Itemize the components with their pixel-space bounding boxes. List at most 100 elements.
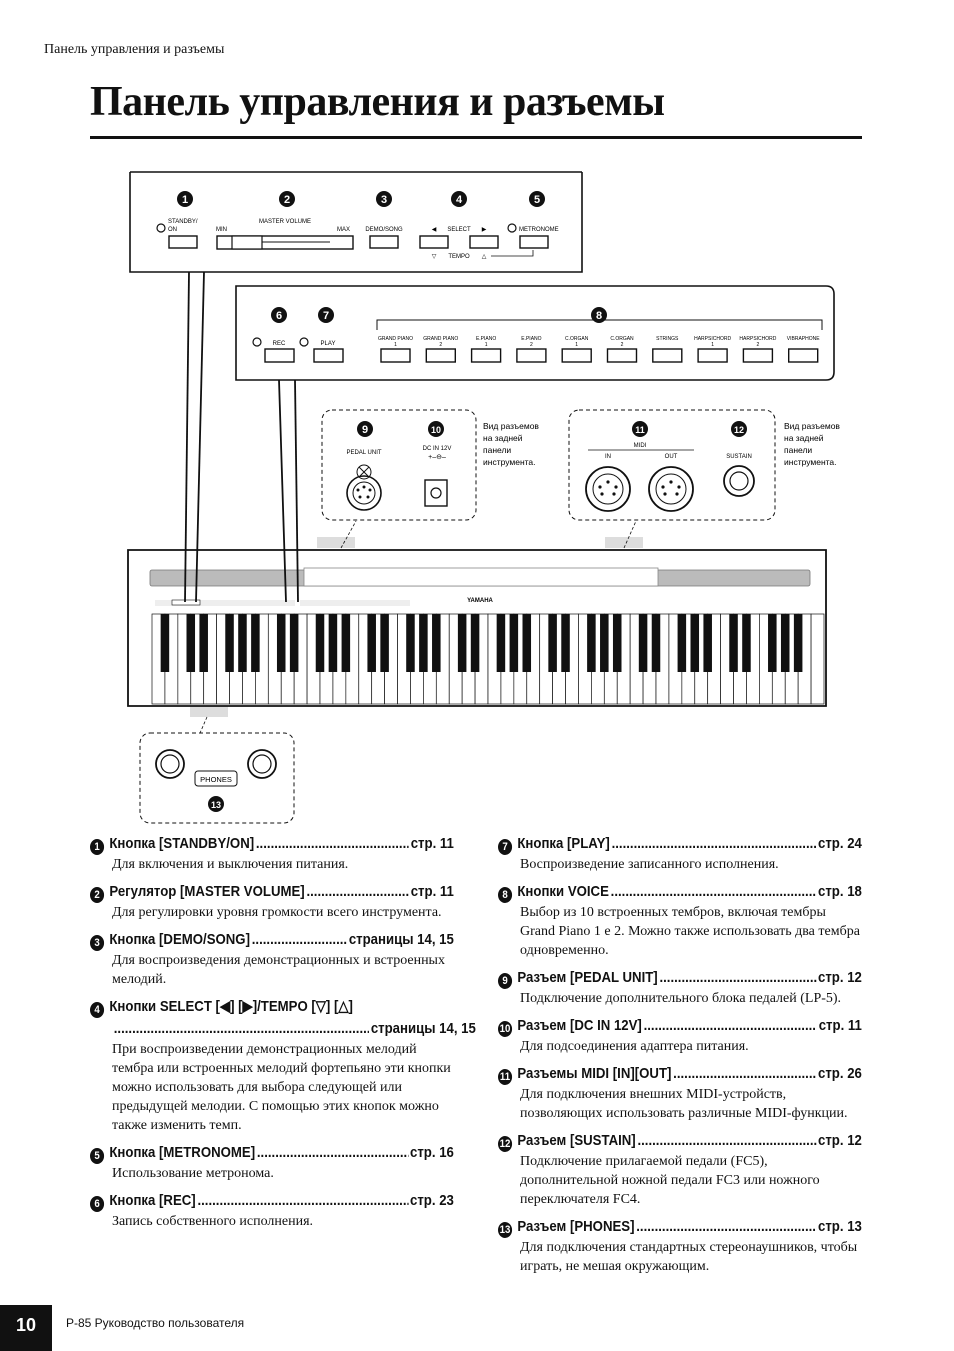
voice-button[interactable] bbox=[788, 348, 819, 363]
svg-text:1: 1 bbox=[182, 194, 188, 206]
item-page: страницы 14, 15 bbox=[370, 1020, 476, 1037]
black-key[interactable] bbox=[548, 614, 557, 672]
black-key[interactable] bbox=[703, 614, 712, 672]
voice-label-number: 2 bbox=[621, 342, 624, 348]
black-key[interactable] bbox=[651, 614, 661, 672]
black-key[interactable] bbox=[186, 614, 196, 672]
demo-song-button[interactable] bbox=[369, 235, 399, 249]
black-key[interactable] bbox=[315, 614, 325, 672]
metronome-label: METRONOME bbox=[519, 227, 559, 233]
svg-text:11: 11 bbox=[635, 425, 645, 435]
black-key[interactable] bbox=[587, 614, 596, 672]
black-key[interactable] bbox=[328, 614, 338, 672]
black-key[interactable] bbox=[561, 614, 570, 672]
item-desc: Запись собственного исполнения. bbox=[112, 1214, 314, 1229]
rear-left-note-2: на задней bbox=[483, 433, 523, 443]
tempo-up-icon: △ bbox=[482, 254, 487, 260]
voice-button[interactable] bbox=[742, 348, 774, 363]
brand-logo: YAMAHA bbox=[467, 598, 493, 604]
voice-label-number: 2 bbox=[439, 342, 442, 348]
master-volume-knob[interactable] bbox=[231, 235, 263, 250]
svg-text:13: 13 bbox=[211, 800, 221, 810]
select-right-button[interactable] bbox=[469, 235, 499, 249]
item-label: Кнопка [DEMO/SONG] bbox=[109, 931, 250, 948]
voice-button[interactable] bbox=[561, 348, 592, 363]
phones-jack-right[interactable] bbox=[247, 749, 277, 779]
phones-jack-left[interactable] bbox=[155, 749, 185, 779]
voice-button[interactable] bbox=[470, 348, 502, 363]
midi-out-label: OUT bbox=[665, 454, 678, 460]
rec-led bbox=[252, 337, 262, 347]
item-desc: Для включения и выключения питания. bbox=[112, 857, 349, 872]
item-desc: Воспроизведение записанного исполнения. bbox=[520, 857, 779, 872]
black-key[interactable] bbox=[522, 614, 532, 672]
black-key[interactable] bbox=[419, 614, 428, 672]
voice-button[interactable] bbox=[380, 348, 411, 363]
voice-button[interactable] bbox=[652, 348, 683, 363]
item-page: стр. 11 bbox=[410, 835, 454, 852]
play-button[interactable] bbox=[313, 348, 344, 363]
item-page: стр. 23 bbox=[409, 1192, 454, 1209]
voice-button[interactable] bbox=[425, 348, 456, 363]
midi-label: MIDI bbox=[634, 443, 647, 449]
black-key[interactable] bbox=[742, 614, 751, 672]
callout-4: 4 bbox=[451, 191, 467, 207]
standby-button[interactable] bbox=[168, 235, 198, 249]
black-key[interactable] bbox=[677, 614, 687, 672]
black-key[interactable] bbox=[496, 614, 506, 672]
piano-keyboard bbox=[151, 613, 825, 705]
item-page: стр. 12 bbox=[817, 969, 862, 986]
select-left-button[interactable] bbox=[419, 235, 449, 249]
pedal-unit-label: PEDAL UNIT bbox=[346, 450, 381, 456]
black-key[interactable] bbox=[612, 614, 622, 672]
black-key[interactable] bbox=[341, 614, 351, 672]
item-page: стр. 12 bbox=[817, 1132, 862, 1149]
svg-text:7: 7 bbox=[323, 310, 329, 322]
dc-in-jack[interactable] bbox=[424, 479, 448, 507]
black-key[interactable] bbox=[509, 614, 519, 672]
metronome-button[interactable] bbox=[519, 235, 549, 249]
black-key[interactable] bbox=[729, 614, 738, 672]
sustain-jack[interactable] bbox=[723, 465, 755, 497]
rec-button[interactable] bbox=[264, 348, 295, 363]
black-key[interactable] bbox=[793, 614, 803, 672]
page-title: Панель управления и разъемы bbox=[90, 79, 665, 125]
black-key[interactable] bbox=[600, 614, 609, 672]
black-key[interactable] bbox=[225, 614, 234, 672]
voice-label-number: 2 bbox=[530, 342, 533, 348]
black-key[interactable] bbox=[380, 614, 389, 672]
item-label: Регулятор [MASTER VOLUME] bbox=[109, 883, 305, 900]
voice-button[interactable] bbox=[606, 348, 638, 363]
black-key[interactable] bbox=[367, 614, 376, 672]
voice-label-number: 1 bbox=[394, 342, 397, 348]
black-key[interactable] bbox=[470, 614, 480, 672]
item-page: страницы 14, 15 bbox=[348, 931, 454, 948]
voice-label-number: 1 bbox=[711, 342, 714, 348]
black-key[interactable] bbox=[432, 614, 441, 672]
midi-out-jack[interactable] bbox=[648, 466, 694, 512]
black-key[interactable] bbox=[406, 614, 415, 672]
black-key[interactable] bbox=[289, 614, 299, 672]
svg-text:6: 6 bbox=[276, 310, 282, 322]
voice-button[interactable] bbox=[516, 348, 547, 363]
pedal-unit-jack[interactable] bbox=[346, 464, 382, 511]
voice-button[interactable] bbox=[697, 348, 728, 363]
black-key[interactable] bbox=[690, 614, 700, 672]
midi-in-jack[interactable] bbox=[585, 466, 631, 512]
black-key[interactable] bbox=[251, 614, 260, 672]
black-key[interactable] bbox=[276, 614, 286, 672]
item-desc: Для воспроизведения демонстрационных и в… bbox=[112, 953, 445, 987]
item-number: 10 bbox=[498, 1021, 513, 1037]
black-key[interactable] bbox=[199, 614, 208, 672]
black-key[interactable] bbox=[638, 614, 648, 672]
svg-text:10: 10 bbox=[431, 425, 441, 435]
black-key[interactable] bbox=[780, 614, 790, 672]
black-key[interactable] bbox=[457, 614, 467, 672]
white-key[interactable] bbox=[810, 613, 825, 705]
black-key[interactable] bbox=[238, 614, 247, 672]
black-key[interactable] bbox=[768, 614, 777, 672]
black-key[interactable] bbox=[160, 614, 170, 672]
